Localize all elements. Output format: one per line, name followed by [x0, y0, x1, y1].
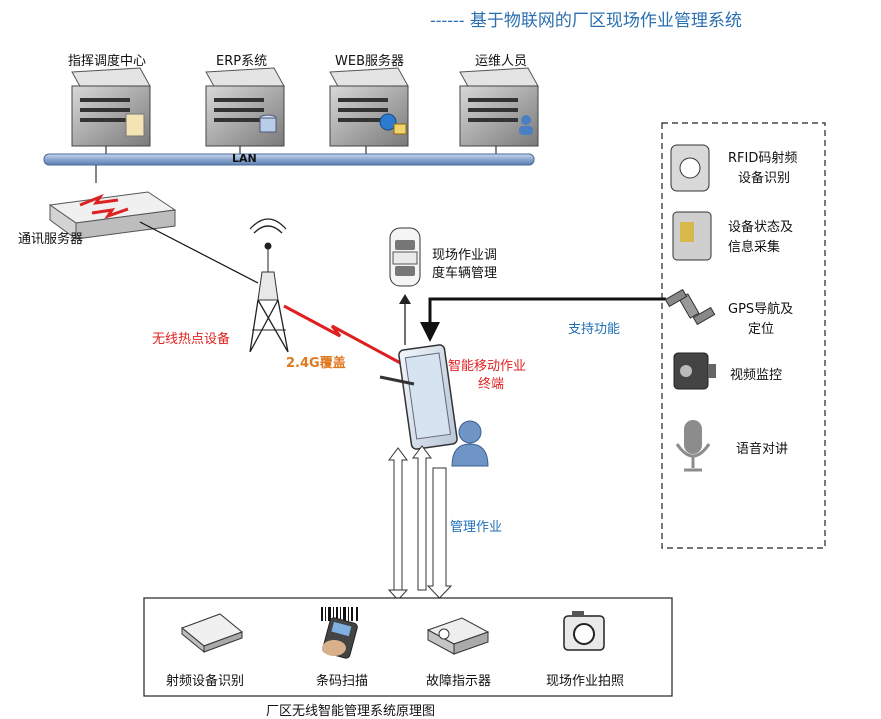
- server-web: [329, 67, 409, 147]
- server-dispatch-center: [71, 67, 151, 147]
- gps-satellite-icon: [664, 288, 716, 326]
- coverage-label: 2.4G覆盖: [286, 356, 346, 371]
- vehicle-label-line2: 度车辆管理: [432, 266, 498, 281]
- server-label-dispatch: 指挥调度中心: [68, 54, 147, 69]
- support-label: 支持功能: [568, 322, 621, 337]
- wireless-link-bolt: [283, 304, 407, 368]
- switch-to-hotspot-line: [139, 221, 259, 284]
- lan-bus: [43, 153, 535, 166]
- terminal-label-line1: 智能移动作业: [448, 359, 527, 374]
- microphone-icon: [675, 420, 711, 472]
- arrow-to-vehicle: [399, 294, 411, 345]
- vehicle-label-line1: 现场作业调: [432, 248, 498, 263]
- camera-icon: [563, 611, 605, 651]
- func-rfid-line2: 设备识别: [738, 171, 791, 186]
- comm-server-label: 通讯服务器: [18, 232, 84, 247]
- management-arrows: [387, 445, 453, 601]
- device-label-barcode: 条码扫描: [316, 674, 369, 689]
- hotspot-tower: [249, 218, 289, 353]
- manage-label: 管理作业: [450, 520, 503, 535]
- mobile-terminal-icon: [379, 344, 458, 450]
- fault-indicator-icon: [426, 617, 490, 655]
- rfid-reader-icon: [670, 144, 710, 192]
- server-erp: [205, 67, 285, 147]
- lan-label: LAN: [232, 152, 257, 165]
- video-camera-icon: [673, 352, 716, 390]
- rfid-device-icon: [181, 613, 243, 654]
- terminal-label-line2: 终端: [478, 377, 505, 392]
- device-label-rfid: 射频设备识别: [166, 674, 245, 689]
- server-label-web: WEB服务器: [335, 54, 404, 69]
- diagram-caption: 厂区无线智能管理系统原理图: [266, 704, 436, 719]
- server-maintenance: [459, 67, 539, 147]
- func-status-line2: 信息采集: [728, 240, 781, 255]
- vehicle-icon: [389, 227, 421, 287]
- server-label-erp: ERP系统: [216, 54, 268, 69]
- func-status-line1: 设备状态及: [728, 220, 794, 235]
- server-label-maintenance: 运维人员: [475, 54, 528, 69]
- func-gps-line1: GPS导航及: [728, 302, 794, 317]
- func-rfid-line1: RFID码射频: [728, 151, 798, 166]
- device-label-photo: 现场作业拍照: [546, 674, 625, 689]
- hotspot-label: 无线热点设备: [152, 332, 231, 347]
- operator-person-icon: [451, 420, 489, 467]
- page-title: ------ 基于物联网的厂区现场作业管理系统: [430, 11, 742, 31]
- func-gps-line2: 定位: [748, 322, 775, 337]
- func-video-label: 视频监控: [730, 368, 783, 383]
- barcode-scanner-icon: [320, 606, 360, 659]
- device-label-fault: 故障指示器: [426, 674, 492, 689]
- support-arrow: [420, 297, 666, 342]
- comm-server-switch: [48, 165, 177, 240]
- functions-box: [661, 122, 826, 549]
- device-status-icon: [672, 211, 712, 261]
- func-voice-label: 语音对讲: [736, 442, 789, 457]
